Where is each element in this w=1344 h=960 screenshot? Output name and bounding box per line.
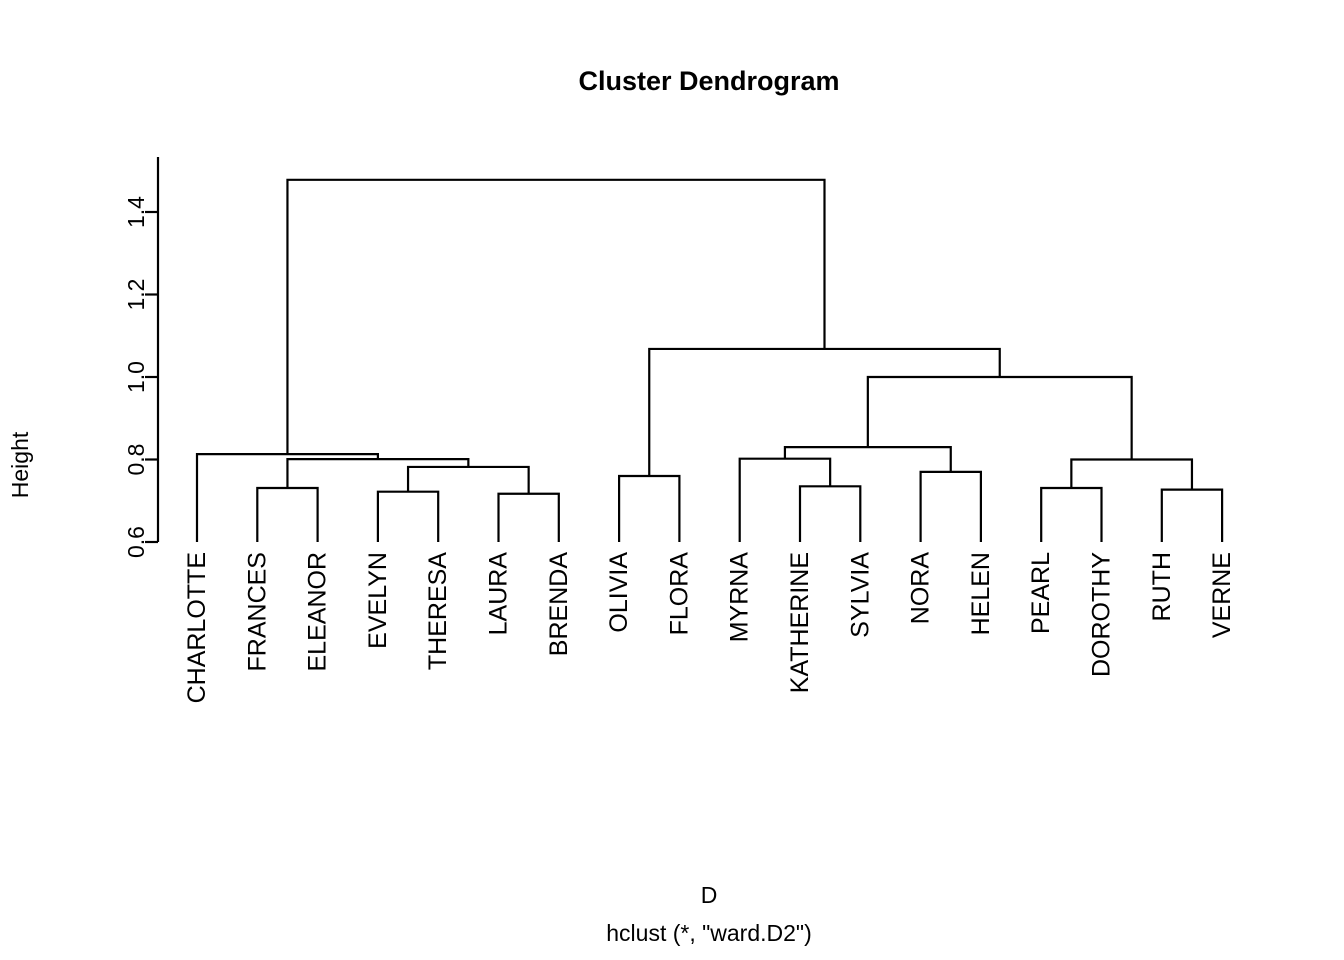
leaf-label: HELEN	[967, 552, 995, 635]
dendrogram-branch	[376, 490, 440, 542]
dendrogram-branch	[286, 178, 826, 455]
y-axis-tick-label: 1.0	[123, 361, 149, 393]
y-axis: 0.6 0.8 1.0 1.2 1.4	[123, 157, 160, 558]
leaf-label: THERESA	[424, 552, 452, 670]
method-caption: hclust (*, "ward.D2")	[606, 920, 812, 946]
leaf-label: BRENDA	[545, 552, 573, 657]
leaf-label: CHARLOTTE	[183, 552, 211, 703]
y-axis-tick-label: 1.2	[123, 279, 149, 311]
leaf-label: PEARL	[1027, 552, 1055, 634]
dendrogram-branch	[618, 474, 681, 542]
y-axis-tick-label: 0.6	[123, 526, 149, 558]
leaf-label: VERNE	[1208, 552, 1236, 638]
leaf-label: NORA	[907, 552, 935, 625]
page-title: Cluster Dendrogram	[578, 66, 839, 96]
dendrogram-branch	[648, 347, 1001, 476]
dendrogram-branch	[738, 457, 832, 542]
x-axis-title: D	[701, 882, 718, 908]
leaf-label: EVELYN	[364, 552, 392, 649]
dendrogram-branch	[919, 470, 982, 542]
y-axis-tick-label: 0.8	[123, 444, 149, 476]
dendrogram-branch	[286, 457, 470, 488]
y-axis-tick-label: 1.4	[123, 196, 149, 228]
leaf-label: LAURA	[485, 552, 513, 636]
dendrogram-branch	[798, 485, 862, 542]
leaf-label: SYLVIA	[846, 552, 874, 638]
leaf-label: FRANCES	[243, 552, 271, 671]
y-axis-title: Height	[7, 431, 33, 498]
leaf-label: FLORA	[665, 552, 693, 636]
dendrogram-branch	[497, 492, 560, 542]
leaf-label: RUTH	[1148, 552, 1176, 621]
dendrogram-branch	[1070, 458, 1194, 490]
dendrogram-links	[195, 178, 1224, 542]
dendrogram-branch	[195, 453, 379, 542]
leaf-labels: CHARLOTTE FRANCES ELEANOR EVELYN THERESA LAUR…	[183, 552, 1236, 704]
leaf-label: ELEANOR	[304, 552, 332, 671]
leaf-label: DOROTHY	[1088, 552, 1116, 677]
dendrogram-branch	[1040, 486, 1103, 542]
dendrogram-branch	[406, 465, 530, 494]
dendrogram-branch	[256, 486, 319, 542]
leaf-label: KATHERINE	[786, 552, 814, 693]
leaf-label: MYRNA	[726, 552, 754, 643]
leaf-label: OLIVIA	[605, 552, 633, 633]
dendrogram-branch	[1160, 488, 1224, 542]
